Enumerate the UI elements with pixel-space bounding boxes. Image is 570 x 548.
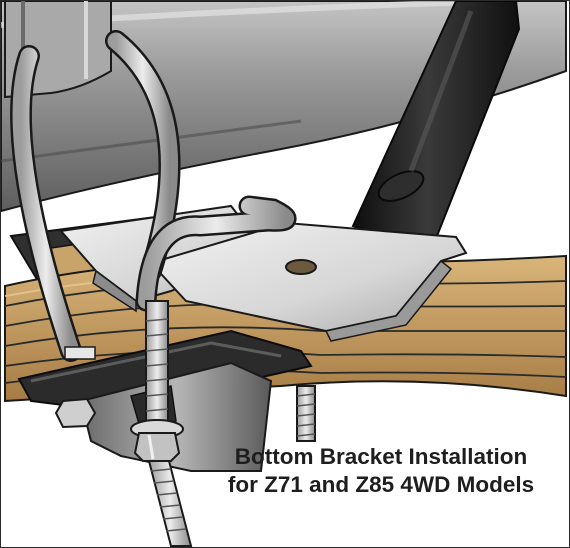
front-nut: [130, 419, 184, 462]
shock-absorber: [351, 1, 521, 253]
bracket-bolt-hole: [285, 259, 317, 275]
right-stud: [296, 385, 316, 442]
top-bracket-plate: [149, 221, 468, 342]
front-threaded-stud: [147, 460, 193, 547]
caption-line-1: Bottom Bracket Installation: [234, 444, 528, 469]
front-u-bolt: [135, 195, 297, 447]
caption-line-2: for Z71 and Z85 4WD Models: [227, 472, 535, 497]
left-nut: [54, 346, 97, 429]
caption: Bottom Bracket Installation for Z71 and …: [197, 443, 565, 499]
